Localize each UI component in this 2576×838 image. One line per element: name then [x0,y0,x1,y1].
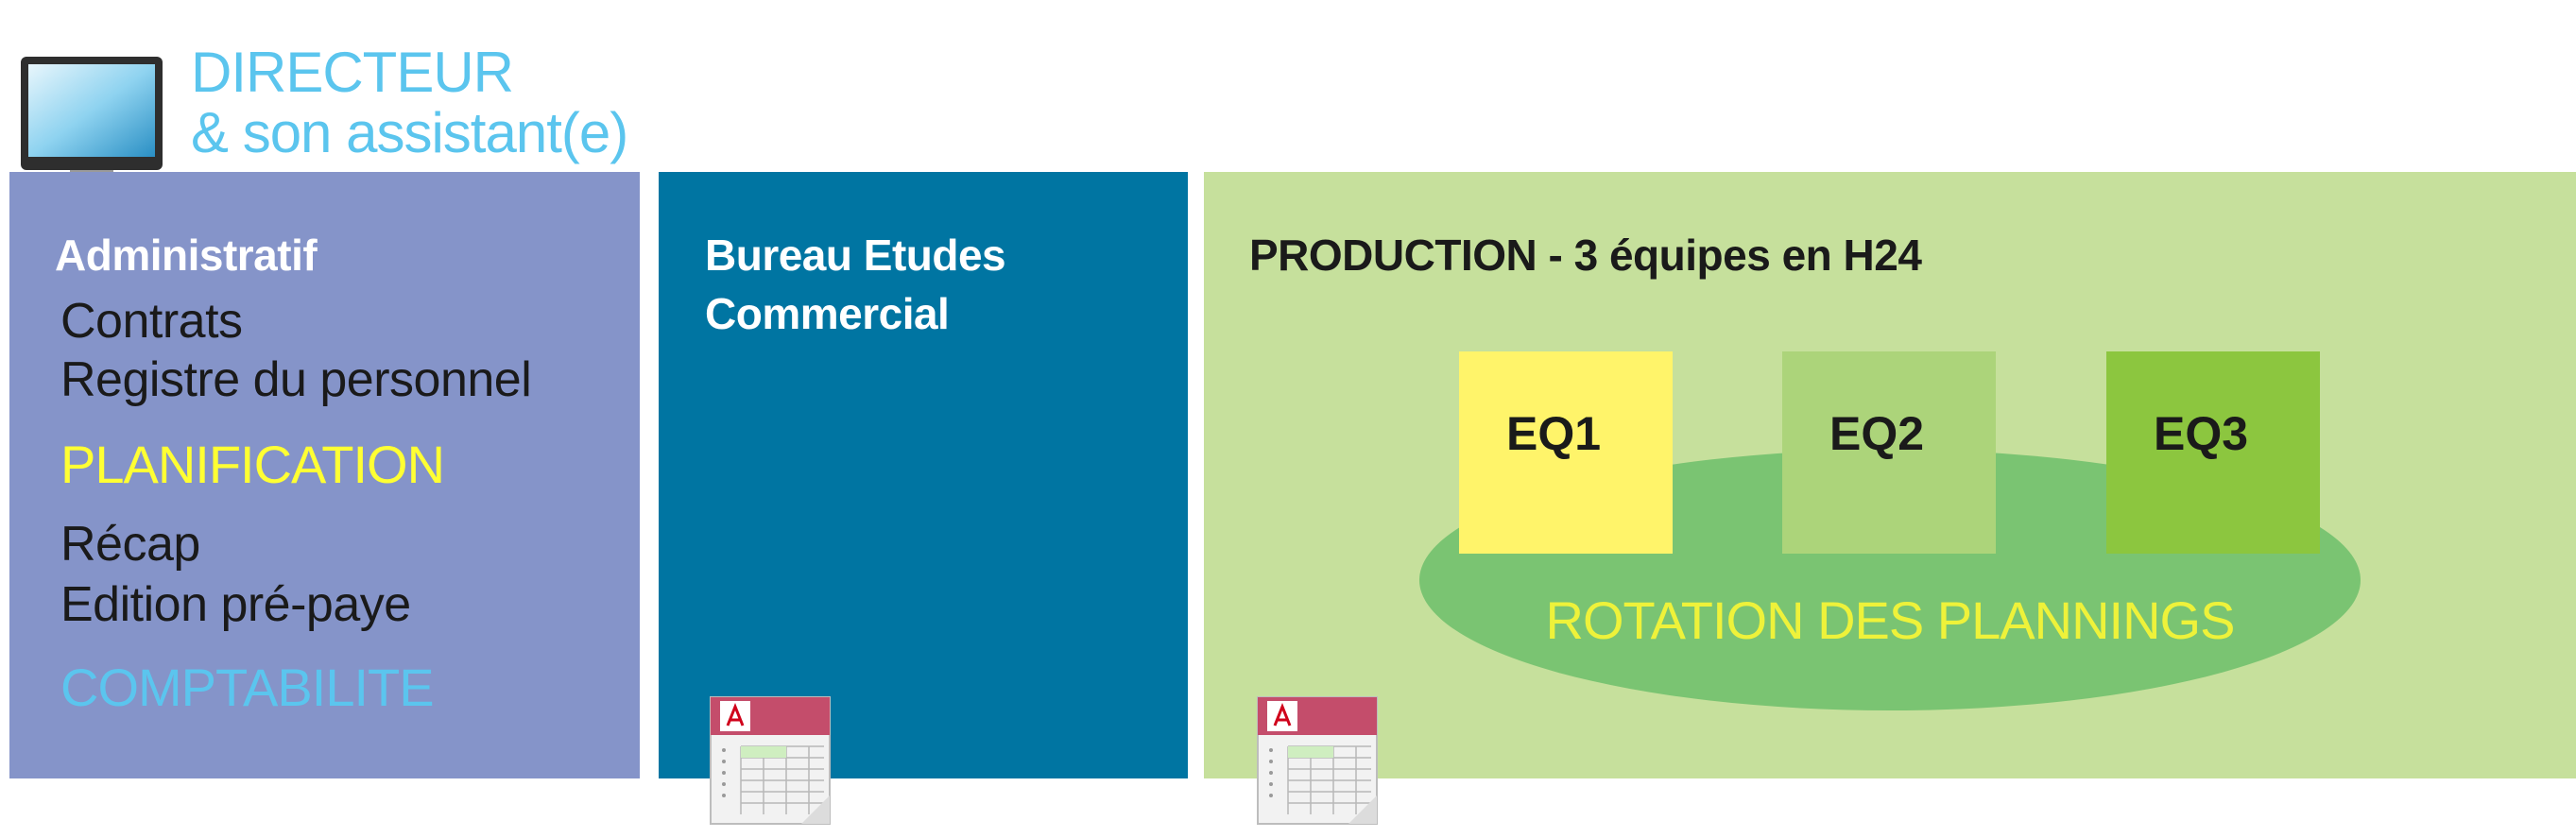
admin-panel [9,172,640,778]
bureau-heading-line1: Bureau Etudes [705,231,1006,280]
bureau-heading-line2: Commercial [705,289,950,338]
comptabilite-label: COMPTABILITE [60,658,435,717]
team-label: EQ3 [2154,407,2249,460]
team-box-eq3: EQ3 [2106,351,2320,554]
pdf-spreadsheet-icon[interactable] [707,693,835,828]
team-label: EQ2 [1829,407,1925,460]
pdf-spreadsheet-icon[interactable] [1254,693,1382,828]
team-box-eq2: EQ2 [1782,351,1996,554]
planification-label: PLANIFICATION [60,435,445,494]
rotation-label: ROTATION DES PLANNINGS [1545,590,2236,650]
admin-heading: Administratif [55,231,318,280]
team-label: EQ1 [1506,407,1602,460]
bureau-etudes-panel [659,172,1188,778]
page-title-line2: & son assistant(e) [191,101,628,164]
admin-item-edition: Edition pré-paye [60,577,411,632]
admin-item-recap: Récap [60,517,200,572]
production-heading: PRODUCTION - 3 équipes en H24 [1249,231,1922,280]
admin-item-registre: Registre du personnel [60,352,532,407]
team-box-eq1: EQ1 [1459,351,1673,554]
page-title-line1: DIRECTEUR [191,41,514,104]
admin-item-contrats: Contrats [60,294,243,349]
